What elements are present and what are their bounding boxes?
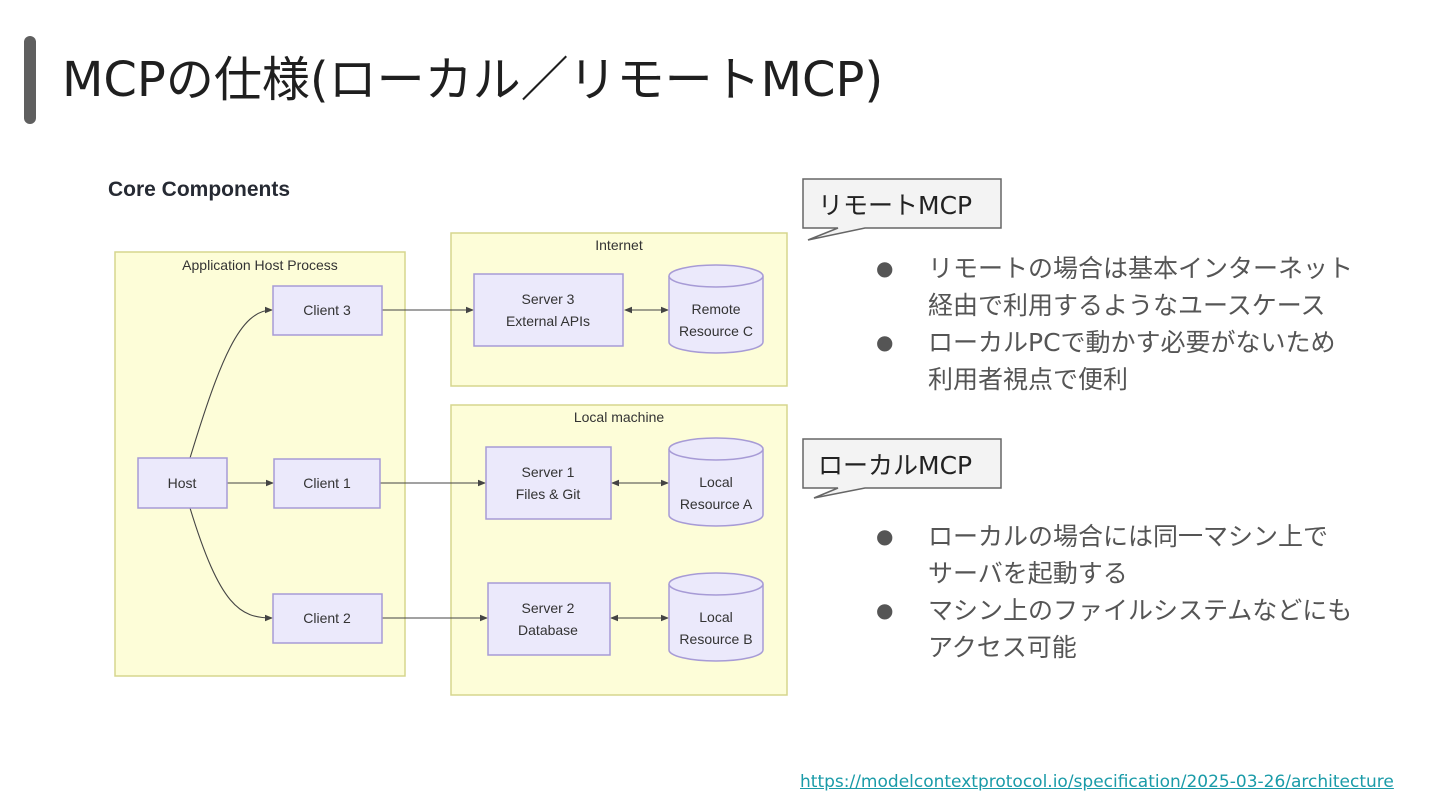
remote-bullet-1-line1: リモートの場合は基本インターネット <box>928 254 1354 283</box>
group-label-internet: Internet <box>595 237 643 253</box>
node-resource-a: Local Resource A <box>668 437 764 527</box>
node-client2: Client 2 <box>272 593 383 644</box>
local-bullet-2-line1: マシン上のファイルシステムなどにも <box>928 596 1353 625</box>
callout-local-label: ローカルMCP <box>818 451 973 480</box>
node-client3-label: Client 3 <box>303 302 351 318</box>
remote-bullet-1-line2: 経由で利用するようなユースケース <box>928 291 1326 320</box>
group-label-host-process: Application Host Process <box>182 257 338 273</box>
node-server3: Server 3 External APIs <box>473 273 624 347</box>
node-server3-line1: Server 3 <box>522 291 575 307</box>
node-resource-b: Local Resource B <box>668 572 764 662</box>
node-host: Host <box>137 457 228 509</box>
local-bullet-list: ● ローカルの場合には同一マシン上で サーバを起動する ● マシン上のファイルシ… <box>876 518 1352 666</box>
architecture-diagram: Application Host Process Internet Local … <box>114 232 788 696</box>
node-resource-b-line1: Local <box>699 609 732 625</box>
bullet-dot-icon: ● <box>876 598 894 622</box>
node-resource-a-line1: Local <box>699 474 732 490</box>
source-link[interactable]: https://modelcontextprotocol.io/specific… <box>800 772 1394 792</box>
remote-bullet-2: ● ローカルPCで動かす必要がないため 利用者視点で便利 <box>876 324 1353 398</box>
node-client1-label: Client 1 <box>303 475 351 491</box>
node-server2-line1: Server 2 <box>522 600 575 616</box>
remote-bullet-2-line2: 利用者視点で便利 <box>928 365 1129 394</box>
slide-title: MCPの仕様(ローカル／リモートMCP) <box>62 52 884 108</box>
local-bullet-2: ● マシン上のファイルシステムなどにも アクセス可能 <box>876 592 1352 666</box>
local-bullet-1-line1: ローカルの場合には同一マシン上で <box>928 522 1329 551</box>
node-resource-c-line2: Resource C <box>679 323 753 339</box>
bullet-dot-icon: ● <box>876 256 894 280</box>
node-client3: Client 3 <box>272 285 383 336</box>
node-server1-line2: Files & Git <box>516 486 581 502</box>
node-server2-line2: Database <box>518 622 578 638</box>
node-host-label: Host <box>168 475 197 491</box>
local-bullet-2-line2: アクセス可能 <box>928 633 1077 662</box>
remote-bullet-1: ● リモートの場合は基本インターネット 経由で利用するようなユースケース <box>876 250 1353 324</box>
node-resource-c: Remote Resource C <box>668 264 764 354</box>
edge-host-client3 <box>189 306 273 459</box>
node-server1: Server 1 Files & Git <box>485 446 612 520</box>
bullet-dot-icon: ● <box>876 524 894 548</box>
callout-local-shape <box>802 438 1002 499</box>
local-bullet-1-line2: サーバを起動する <box>928 559 1128 588</box>
remote-bullet-list: ● リモートの場合は基本インターネット 経由で利用するようなユースケース ● ロ… <box>876 250 1353 398</box>
bullet-dot-icon: ● <box>876 330 894 354</box>
group-label-local-machine: Local machine <box>574 409 664 425</box>
callout-remote-label: リモートMCP <box>818 191 973 220</box>
node-client2-label: Client 2 <box>303 610 351 626</box>
node-client1: Client 1 <box>273 458 381 509</box>
node-resource-a-line2: Resource A <box>680 496 753 512</box>
node-resource-b-line2: Resource B <box>679 631 752 647</box>
callout-remote-shape <box>802 178 1002 241</box>
node-server1-line1: Server 1 <box>522 464 575 480</box>
remote-bullet-2-line1: ローカルPCで動かす必要がないため <box>928 328 1336 357</box>
local-bullet-1: ● ローカルの場合には同一マシン上で サーバを起動する <box>876 518 1352 592</box>
node-resource-c-line1: Remote <box>691 301 740 317</box>
diagram-heading: Core Components <box>108 178 291 201</box>
node-server2: Server 2 Database <box>487 582 611 656</box>
node-server3-line2: External APIs <box>506 313 590 329</box>
edge-host-client2 <box>189 507 273 622</box>
title-accent-bar <box>24 36 36 124</box>
